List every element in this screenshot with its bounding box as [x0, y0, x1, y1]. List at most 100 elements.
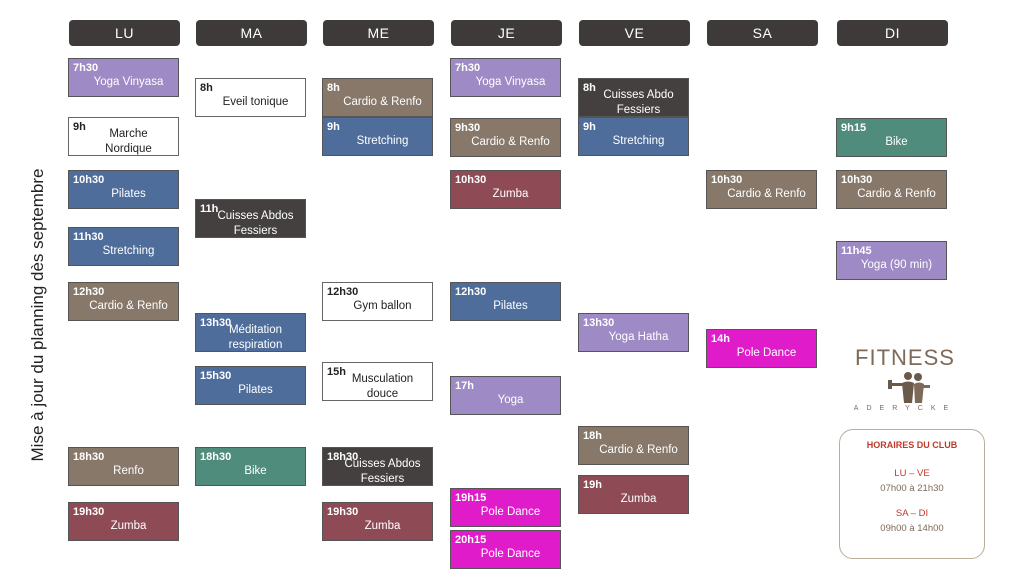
class-time: 9h30: [455, 122, 481, 134]
class-name: Zumba: [364, 520, 401, 532]
class-time: 8h: [200, 82, 213, 94]
club-hours-box: HORAIRES DU CLUB LU – VE 07h00 à 21h30 S…: [839, 429, 985, 559]
class-name: Cardio & Renfo: [857, 188, 936, 200]
class-slot: Zumba 19h: [578, 475, 689, 514]
class-time: 17h: [455, 380, 474, 392]
class-name: Zumba: [110, 520, 147, 532]
class-time: 13h30: [583, 317, 615, 329]
club-hours-title: HORAIRES DU CLUB: [866, 440, 958, 450]
class-slot: Musculation douce 15h: [322, 362, 433, 401]
class-name: Pilates: [238, 384, 273, 396]
class-name: Méditation respiration: [228, 323, 283, 351]
class-name: Pilates: [493, 300, 528, 312]
class-time: 10h30: [455, 174, 487, 186]
class-name: Stretching: [612, 135, 665, 147]
logo-wordmark: FITNESS: [855, 345, 955, 370]
class-name: Bike: [885, 136, 908, 148]
class-name: Pole Dance: [480, 506, 541, 518]
class-name: Zumba: [620, 493, 657, 505]
class-slot: Stretching 9h: [322, 117, 433, 156]
class-name: Musculation douce: [351, 372, 414, 400]
weekend-label: SA – DI: [895, 508, 929, 519]
class-name: Cardio & Renfo: [89, 300, 168, 312]
class-slot: Zumba 19h30: [322, 502, 433, 541]
class-name: Zumba: [492, 188, 529, 200]
day-header-lu: LU: [69, 20, 180, 46]
class-time: 12h30: [327, 286, 359, 298]
class-time: 8h: [583, 82, 596, 94]
day-header-me: ME: [323, 20, 434, 46]
class-slot: Pole Dance 20h15: [450, 530, 561, 569]
class-name: Cardio & Renfo: [343, 96, 422, 108]
class-slot: Yoga 17h: [450, 376, 561, 415]
class-slot: Gym ballon 12h30: [322, 282, 433, 321]
class-slot: Bike 9h15: [836, 118, 947, 157]
athletes-icon: [888, 372, 930, 403]
class-time: 9h15: [841, 122, 867, 134]
logo-subtitle: ADERYCKE: [853, 405, 957, 412]
class-time: 9h: [327, 121, 340, 133]
class-name: Pole Dance: [736, 347, 797, 359]
class-name: Pilates: [111, 188, 146, 200]
class-time: 7h30: [455, 62, 481, 74]
class-time: 19h: [583, 479, 602, 491]
class-slot: Cardio & Renfo 10h30: [836, 170, 947, 209]
class-slot: Renfo 18h30: [68, 447, 179, 486]
class-time: 13h30: [200, 317, 232, 329]
day-header-ve: VE: [579, 20, 690, 46]
class-time: 15h: [327, 366, 346, 378]
weekday-label: LU – VE: [894, 468, 930, 479]
class-time: 10h30: [841, 174, 873, 186]
class-name: Yoga: [497, 394, 524, 406]
class-time: 11h: [200, 203, 219, 215]
class-name: Cuisses Abdos Fessiers: [344, 457, 421, 485]
fitness-logo: FITNESS ADERYCKE: [840, 345, 970, 415]
class-name: Pole Dance: [480, 548, 541, 560]
class-name: Cuisses Abdos Fessiers: [217, 209, 294, 237]
class-name: Bike: [244, 465, 267, 477]
class-name: Cardio & Renfo: [727, 188, 806, 200]
class-time: 20h15: [455, 534, 487, 546]
class-time: 10h30: [711, 174, 743, 186]
class-slot: Cardio & Renfo 10h30: [706, 170, 817, 209]
class-time: 19h30: [327, 506, 359, 518]
class-slot: Pilates 15h30: [195, 366, 306, 405]
class-name: Renfo: [113, 465, 144, 477]
class-time: 14h: [711, 333, 730, 345]
class-slot: Yoga (90 min)11h45: [836, 241, 947, 280]
class-name: Yoga (90 min): [860, 259, 933, 271]
class-slot: Zumba 10h30: [450, 170, 561, 209]
class-time: 9h: [73, 121, 86, 133]
class-time: 8h: [327, 82, 340, 94]
class-time: 18h30: [200, 451, 232, 463]
class-name: Stretching: [102, 245, 155, 257]
day-header-je: JE: [451, 20, 562, 46]
class-name: Stretching: [356, 135, 409, 147]
class-name: Gym ballon: [353, 300, 412, 312]
weekday-hours: 07h00 à 21h30: [880, 483, 944, 494]
class-name: Cardio & Renfo: [471, 136, 550, 148]
class-time: 15h30: [200, 370, 232, 382]
planning-update-title: Mise à jour du planning dès septembre: [28, 168, 47, 462]
class-slot: Bike 18h30: [195, 447, 306, 486]
class-time: 9h: [583, 121, 596, 133]
class-name: Yoga Vinyasa: [475, 76, 546, 88]
day-header-di: DI: [837, 20, 948, 46]
class-time: 18h30: [73, 451, 105, 463]
class-time: 7h30: [73, 62, 99, 74]
day-header-ma: MA: [196, 20, 307, 46]
class-name: Marche Nordique: [105, 127, 152, 155]
class-time: 12h30: [73, 286, 105, 298]
class-time: 18h: [583, 430, 602, 442]
